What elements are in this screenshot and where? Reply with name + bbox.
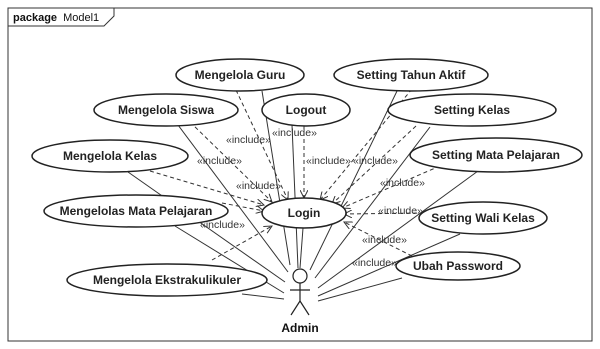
assoc-mengelola-siswa (177, 124, 289, 273)
include-arrow-mengelola-ekstrakulikuler (211, 226, 272, 261)
package-name: Model1 (63, 12, 99, 24)
include-label-setting-kelas: «include» (380, 177, 425, 189)
actor-head (292, 268, 308, 284)
use-case-label: Setting Wali Kelas (431, 211, 535, 225)
use-case-label: Ubah Password (413, 259, 503, 273)
assoc-login (299, 227, 304, 269)
use-case-label: Mengelola Guru (195, 68, 286, 82)
include-arrow-setting-kelas (332, 125, 417, 204)
include-label-mengelolas-mata-pelajaran: «include» (236, 180, 281, 192)
use-case-mengelola-ekstrakulikuler[interactable]: Mengelola Ekstrakulikuler (66, 263, 268, 297)
include-label-logout: «include» (306, 155, 351, 167)
assoc-mengelola-guru (261, 90, 291, 266)
use-case-label: Mengelola Ekstrakulikuler (93, 273, 241, 287)
use-case-label: Mengelola Kelas (63, 149, 157, 163)
include-label-mengelola-kelas: «include» (197, 155, 242, 167)
assoc-mengelola-ekstrakulikuler (241, 293, 285, 300)
actor-leg-left (290, 300, 301, 316)
include-label-ubah-password: «include» (352, 257, 397, 269)
assoc-logout (291, 124, 299, 269)
use-case-login[interactable]: Login (261, 197, 347, 229)
assoc-setting-tahun-aktif (309, 88, 399, 271)
include-labels: «include» «include» «include» «include» … (197, 127, 425, 269)
use-case-setting-tahun-aktif[interactable]: Setting Tahun Aktif (333, 58, 489, 92)
package-frame (7, 7, 593, 342)
package-keyword: package (13, 12, 57, 24)
include-label-mengelola-ekstrakulikuler: «include» (200, 219, 245, 231)
assoc-setting-mata-pelajaran (317, 170, 479, 289)
include-label-mengelola-guru: «include» (272, 127, 317, 139)
use-case-label: Mengelolas Mata Pelajaran (60, 204, 213, 218)
use-case-setting-wali-kelas[interactable]: Setting Wali Kelas (418, 201, 548, 235)
use-case-logout[interactable]: Logout (261, 93, 351, 127)
use-case-label: Login (288, 206, 321, 220)
use-case-label: Setting Kelas (434, 103, 510, 117)
use-case-label: Mengelola Siswa (118, 103, 214, 117)
include-label-setting-tahun-aktif: «include» (353, 155, 398, 167)
assoc-ubah-password (317, 277, 403, 302)
use-case-label: Setting Tahun Aktif (357, 68, 467, 82)
include-arrow-ubah-password (344, 222, 413, 257)
include-label-setting-wali-kelas: «include» (362, 234, 407, 246)
use-case-setting-mata-pelajaran[interactable]: Setting Mata Pelajaran (409, 137, 583, 173)
package-tab (8, 8, 115, 27)
include-arrow-mengelola-siswa (189, 121, 272, 202)
use-case-label: Setting Mata Pelajaran (432, 148, 560, 162)
use-case-mengelolas-mata-pelajaran[interactable]: Mengelolas Mata Pelajaran (43, 194, 229, 228)
use-case-mengelola-kelas[interactable]: Mengelola Kelas (31, 139, 189, 173)
include-arrow-mengelola-guru (235, 89, 288, 200)
include-label-setting-mata-pelajaran: «include» (378, 205, 423, 217)
actor-name: Admin (281, 321, 318, 335)
include-arrow-setting-wali-kelas (344, 213, 425, 214)
assoc-mengelola-kelas (127, 171, 286, 283)
include-arrow-setting-mata-pelajaran (342, 165, 441, 208)
use-case-setting-kelas[interactable]: Setting Kelas (387, 93, 557, 127)
include-label-mengelola-siswa: «include» (226, 134, 271, 146)
assoc-setting-wali-kelas (317, 233, 461, 297)
use-case-mengelola-guru[interactable]: Mengelola Guru (175, 58, 305, 92)
actor-leg-right (299, 300, 310, 316)
use-case-label: Logout (286, 103, 327, 117)
svg-text:package Model1: package Model1 (13, 12, 99, 24)
include-arrow-mengelola-kelas (149, 170, 264, 205)
actor-admin[interactable] (290, 268, 310, 316)
use-case-mengelola-siswa[interactable]: Mengelola Siswa (93, 93, 239, 127)
include-arrow-mengelolas-mata-pelajaran (221, 202, 264, 211)
use-case-ubah-password[interactable]: Ubah Password (395, 251, 521, 281)
